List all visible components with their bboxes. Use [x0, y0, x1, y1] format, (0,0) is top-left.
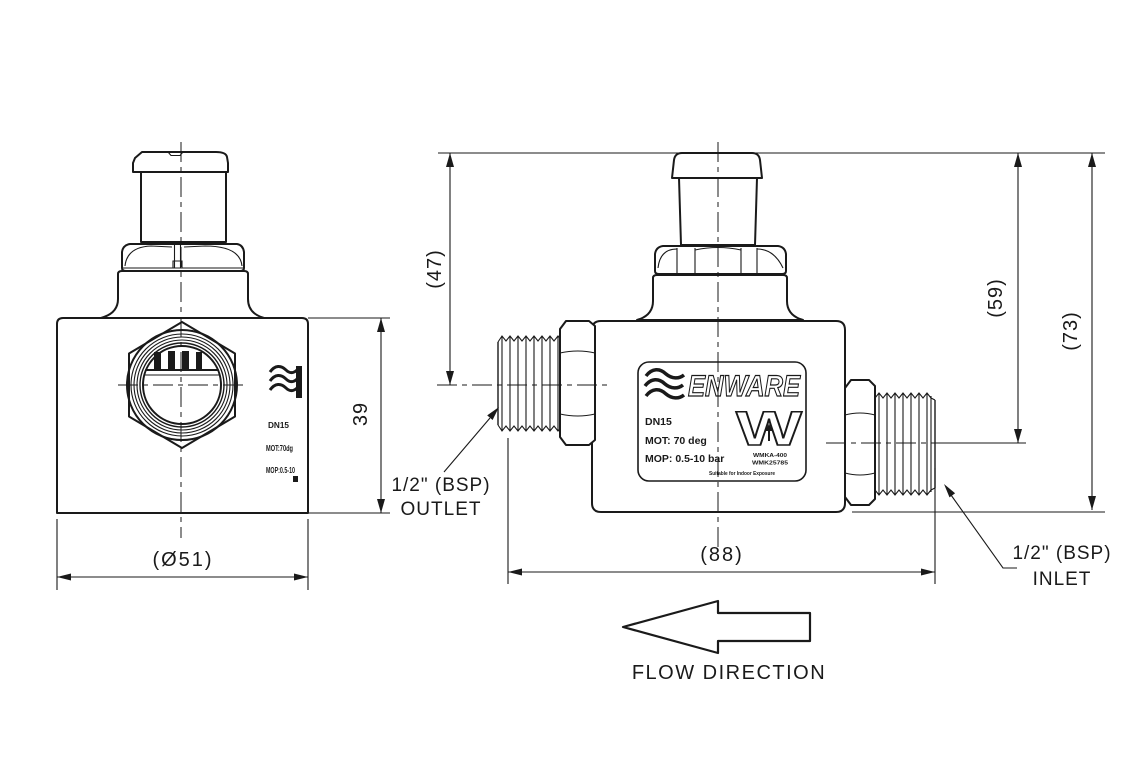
outlet-thread: [497, 335, 561, 432]
flow-direction-arrow-icon: [621, 599, 812, 655]
enware-wave-icon: [643, 368, 686, 400]
dim-59-text: (59): [985, 278, 1007, 318]
dim-73-text: (73): [1060, 311, 1082, 351]
bonnet-flange-front: [100, 270, 265, 319]
label-edge-strip: [296, 366, 302, 398]
watermark-logo: W: [735, 402, 803, 456]
dim-39-text: 39: [350, 402, 372, 426]
dimension-59: (59): [950, 153, 1026, 444]
hex-nut-side: [654, 245, 787, 275]
outlet-hex-collar: [559, 320, 596, 446]
dimension-47: (47): [424, 153, 454, 385]
strainer-grate: [144, 351, 220, 376]
edge-label-mop: MOP:0.5-10: [266, 466, 295, 475]
enware-brand-text: ENWARE: [688, 370, 801, 403]
cert-line2: WMK25785: [752, 461, 788, 467]
product-label: ENWARE DN15 MOT: 70 deg MOP: 0.5-10 bar …: [637, 361, 807, 482]
side-view: ENWARE DN15 MOT: 70 deg MOP: 0.5-10 bar …: [497, 152, 936, 513]
dimension-dia51: (Ø51): [56, 519, 309, 590]
dim-dia51-text: (Ø51): [152, 549, 213, 571]
dimension-88: (88): [507, 438, 936, 584]
flow-direction: FLOW DIRECTION: [621, 599, 826, 684]
valve-stem-front: [140, 171, 227, 243]
bonnet-flange-side: [636, 274, 804, 321]
inlet-text: INLET: [1033, 569, 1092, 590]
edge-label: DN15 MOT:70dg MOP:0.5-10: [266, 365, 302, 482]
dim-88-text: (88): [700, 544, 744, 566]
spec-mot: MOT: 70 deg: [645, 435, 707, 447]
inlet-size-text: 1/2" (BSP): [1012, 543, 1111, 564]
dimension-73: (73): [852, 153, 1105, 513]
inlet-thread: [874, 392, 936, 496]
front-view: DN15 MOT:70dg MOP:0.5-10: [56, 151, 309, 514]
hex-nut-front: [121, 243, 245, 272]
dimensions: 39 (Ø51) (47) (59) (7: [56, 152, 1105, 590]
label-edge-dot: [293, 476, 298, 482]
spec-dn: DN15: [645, 416, 672, 428]
edge-label-mot: MOT:70dg: [266, 444, 293, 453]
inlet-hex-collar: [844, 379, 876, 506]
callouts: 1/2" (BSP) OUTLET 1/2" (BSP) INLET FLOW …: [391, 407, 1111, 684]
outlet-size-text: 1/2" (BSP): [391, 475, 490, 496]
cert-line1: WMKA-400: [753, 453, 787, 459]
spec-mop: MOP: 0.5-10 bar: [645, 453, 724, 465]
centerlines: [118, 142, 950, 548]
label-footnote: Suitable for Indoor Exposure: [709, 471, 775, 477]
inlet-callout: 1/2" (BSP) INLET: [944, 484, 1111, 590]
outlet-text: OUTLET: [401, 499, 482, 520]
edge-label-dn: DN15: [268, 421, 290, 430]
dim-47-text: (47): [424, 249, 446, 289]
watermark-arrow-icon: [765, 424, 773, 441]
watermark-letter: W: [736, 403, 803, 456]
outlet-callout: 1/2" (BSP) OUTLET: [391, 407, 499, 520]
valve-cap-side: [671, 152, 763, 179]
dimension-39: 39: [308, 317, 390, 514]
flow-direction-label: FLOW DIRECTION: [632, 662, 826, 684]
wave-logo-icon: [268, 365, 299, 393]
